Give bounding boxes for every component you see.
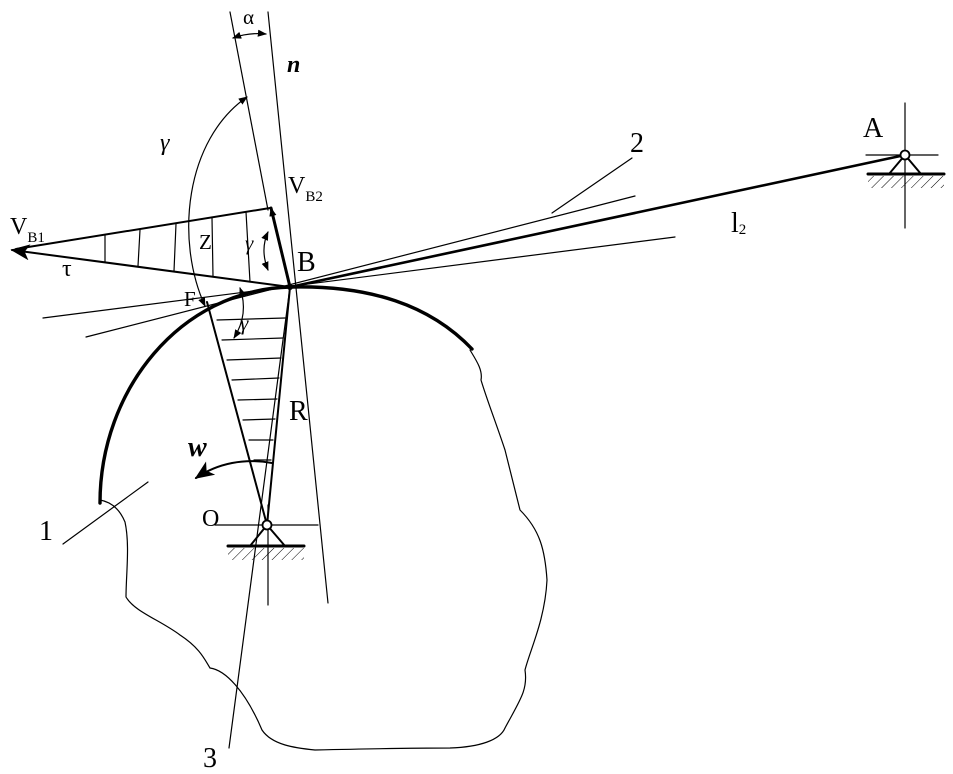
normal-line-n [267, 11, 329, 604]
tangent-line-upper [85, 195, 636, 338]
label-alpha: α [243, 5, 254, 29]
label-f: F [184, 287, 196, 311]
leader-line-1 [62, 481, 149, 545]
label-b: B [297, 247, 316, 278]
label-w: w [188, 432, 207, 463]
pivot-a-support [865, 102, 946, 229]
label-vb1: VB1 [10, 214, 45, 246]
point-b [287, 284, 293, 290]
label-3: 3 [203, 743, 217, 774]
label-n: n [287, 52, 300, 78]
radius-ob [266, 286, 291, 526]
angular-velocity-arrow [194, 460, 273, 479]
gamma-arc-mid [261, 231, 269, 271]
label-r: R [289, 396, 308, 427]
label-1: 1 [39, 516, 53, 547]
label-l2: l2 [731, 208, 746, 239]
label-vb2: VB2 [288, 173, 323, 205]
radius-of [206, 301, 268, 526]
label-o: O [202, 506, 219, 532]
gamma-arc-big [188, 96, 248, 307]
label-2: 2 [630, 128, 644, 159]
follower-lever-ab [288, 153, 907, 289]
velocity-vb2-arrow [269, 206, 292, 289]
line-3 [228, 286, 291, 749]
triangle-hatching [216, 317, 286, 461]
label-a: A [863, 113, 884, 144]
line-oa-inclined [229, 11, 269, 211]
velocity-vb2-to-vb1 [15, 207, 271, 250]
cam-body-outline [99, 349, 548, 751]
tangent-line-lower [42, 236, 676, 319]
pivot-o-support [214, 504, 319, 606]
label-z: Z [199, 230, 212, 254]
label-gamma-mid: γ [245, 231, 254, 255]
label-gamma-top: γ [160, 130, 170, 156]
leader-line-2 [551, 157, 633, 214]
alpha-arc [232, 29, 267, 39]
label-tau: τ [62, 256, 72, 282]
label-gamma-low: γ [240, 311, 249, 335]
